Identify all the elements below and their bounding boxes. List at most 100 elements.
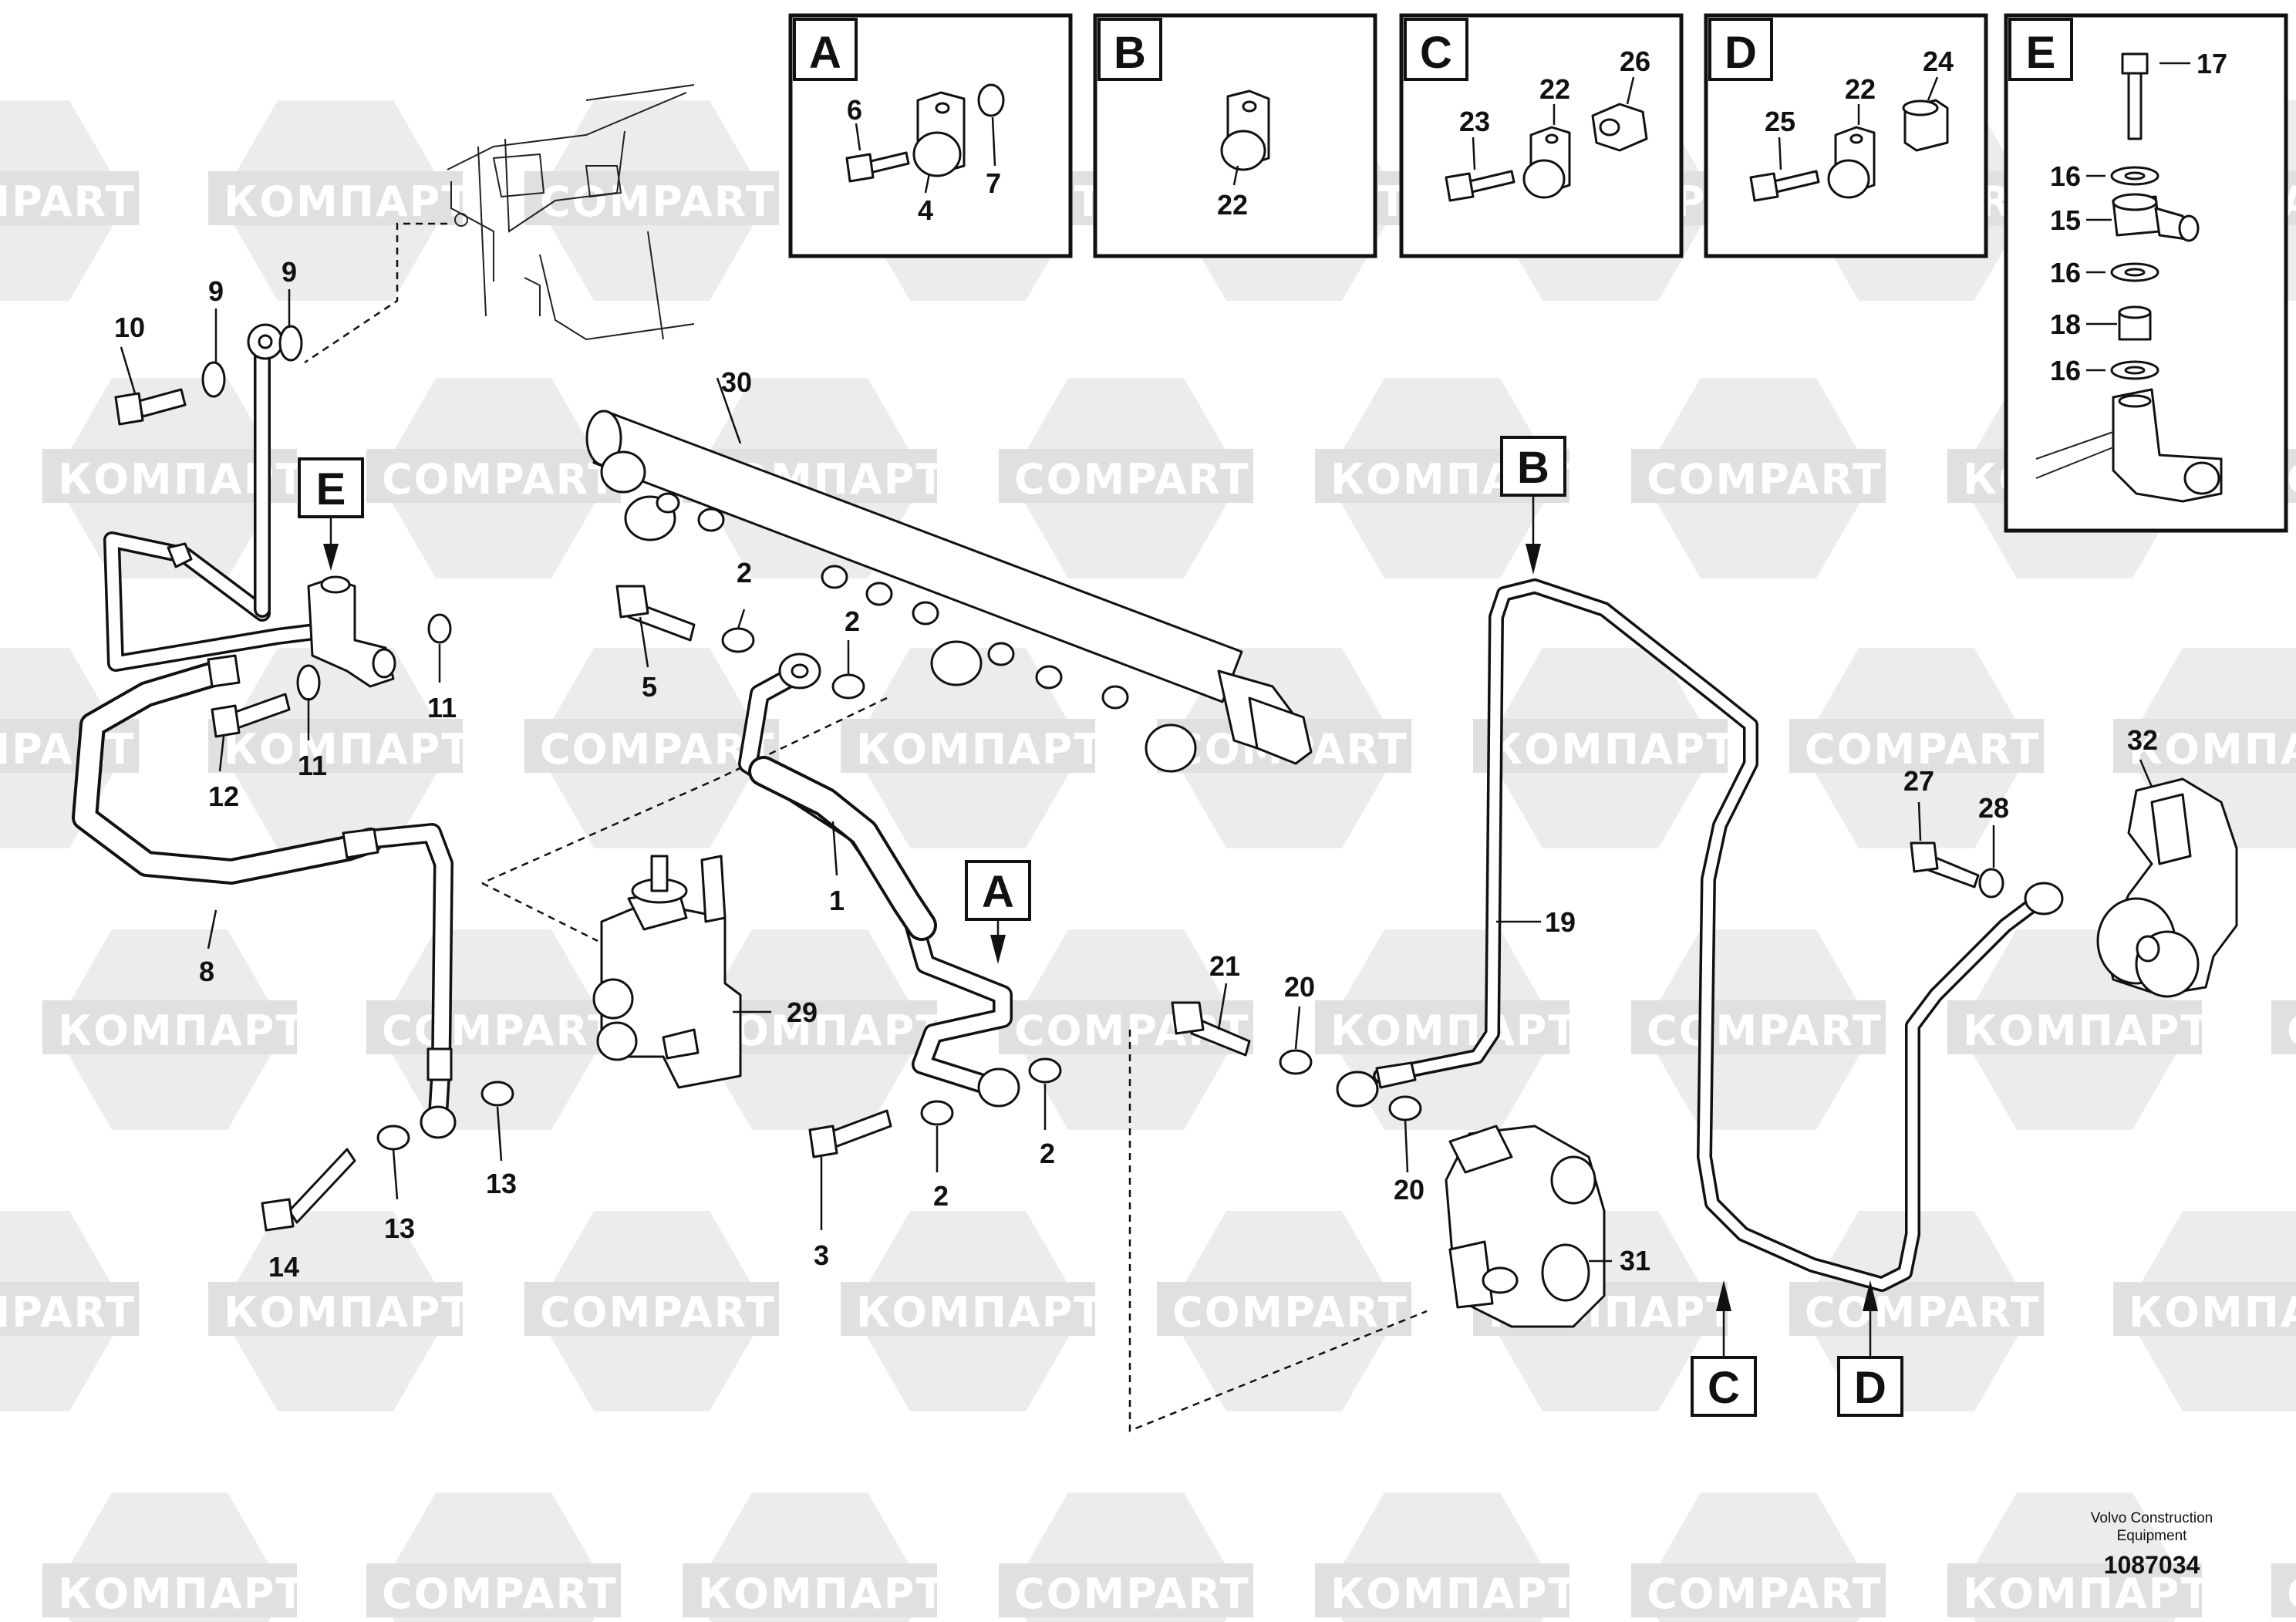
valve-body bbox=[1445, 1125, 1606, 1328]
watermark-band bbox=[1157, 1282, 1411, 1336]
watermark-band bbox=[208, 171, 463, 225]
watermark-text: COMPART bbox=[0, 725, 136, 774]
detail-d-callout-25: 25 bbox=[1765, 106, 1795, 137]
callout-leaders bbox=[120, 289, 2153, 1263]
detail-box-d: D 25 22 24 bbox=[1704, 13, 1988, 258]
watermark-text: COMPART bbox=[2287, 1570, 2296, 1618]
watermark-band bbox=[1947, 1563, 2202, 1617]
watermark-band bbox=[208, 1282, 463, 1336]
tee-fitting bbox=[247, 323, 396, 688]
footer-line-2: Equipment bbox=[2117, 1528, 2188, 1544]
pointer-labels: E B A C D bbox=[298, 436, 1903, 1417]
watermark-text: COMPART bbox=[0, 177, 136, 226]
detail-a-label: A bbox=[809, 28, 841, 78]
callout-20-upper: 20 bbox=[1284, 971, 1315, 1003]
callout-numbers: 30 10 9 9 2 2 5 11 11 12 8 1 29 13 13 14… bbox=[114, 256, 2158, 1283]
watermark-text: КОМПАРТ bbox=[1489, 725, 1736, 774]
callout-30: 30 bbox=[721, 366, 752, 398]
watermark-band bbox=[366, 449, 621, 503]
watermark-text: COMPART bbox=[382, 455, 618, 504]
watermark-text: COMPART bbox=[1014, 1570, 1250, 1618]
callout-3: 3 bbox=[814, 1239, 829, 1271]
detail-c-callout-23: 23 bbox=[1459, 106, 1490, 137]
callout-11-right: 11 bbox=[427, 692, 457, 723]
callout-9-left: 9 bbox=[208, 275, 224, 307]
detail-c-callout-26: 26 bbox=[1620, 46, 1650, 77]
detail-d-callout-24: 24 bbox=[1923, 46, 1954, 77]
watermark-text: COMPART bbox=[1647, 455, 1883, 504]
watermark-text: КОМПАРТ bbox=[224, 1288, 471, 1337]
watermark-text: КОМПАРТ bbox=[1330, 1570, 1578, 1618]
watermark-text: КОМПАРТ bbox=[856, 725, 1104, 774]
watermark-band bbox=[2113, 719, 2296, 773]
watermark-band bbox=[366, 1000, 621, 1054]
watermark-text: COMPART bbox=[2287, 1007, 2296, 1055]
callout-10: 10 bbox=[114, 312, 145, 343]
drawing-footer: Volvo Construction Equipment 1087034 bbox=[2091, 1510, 2213, 1579]
watermark-text: КОМПАРТ bbox=[2129, 1288, 2296, 1337]
watermark-band bbox=[524, 171, 779, 225]
watermark-text: COMPART bbox=[540, 177, 776, 226]
watermark-text: COMPART bbox=[0, 1288, 136, 1337]
watermark-band bbox=[1473, 719, 1728, 773]
detail-d-callout-22: 22 bbox=[1845, 73, 1876, 105]
pointer-b-label: B bbox=[1517, 443, 1549, 493]
watermark-band bbox=[524, 1282, 779, 1336]
filter-housing bbox=[592, 855, 742, 1089]
detail-e-callout-15: 15 bbox=[2050, 204, 2081, 236]
watermark-band bbox=[2271, 1563, 2296, 1617]
watermark-band bbox=[524, 719, 779, 773]
callout-19: 19 bbox=[1545, 906, 1576, 938]
watermark-band bbox=[42, 1000, 297, 1054]
detail-b-callout-22: 22 bbox=[1217, 189, 1248, 221]
callout-12: 12 bbox=[208, 781, 239, 812]
watermark-band bbox=[1789, 719, 2044, 773]
pointer-e: E bbox=[298, 457, 364, 571]
pipe-8 bbox=[72, 654, 457, 1139]
watermark-text: COMPART bbox=[382, 1570, 618, 1618]
detail-a-callout-6: 6 bbox=[847, 94, 862, 126]
pointer-a-label: A bbox=[982, 867, 1014, 917]
watermark-band bbox=[999, 1563, 1253, 1617]
callout-31: 31 bbox=[1620, 1245, 1650, 1276]
pointer-c-label: C bbox=[1708, 1363, 1740, 1413]
detail-e-callout-16-bottom: 16 bbox=[2050, 355, 2081, 386]
detail-box-b: B 22 bbox=[1093, 13, 1377, 258]
watermark-text: КОМПАРТ bbox=[58, 1570, 305, 1618]
detail-a-callout-7: 7 bbox=[986, 167, 1001, 199]
callout-27: 27 bbox=[1903, 765, 1934, 797]
watermark-text: COMPART bbox=[1647, 1570, 1883, 1618]
detail-a-callout-4: 4 bbox=[918, 194, 933, 226]
callout-29: 29 bbox=[787, 996, 818, 1028]
watermark-band bbox=[2271, 1000, 2296, 1054]
callout-13-right: 13 bbox=[486, 1168, 517, 1199]
watermark-band bbox=[999, 449, 1253, 503]
callout-9-right: 9 bbox=[282, 256, 297, 288]
watermark-text: КОМПАРТ bbox=[1330, 1007, 1578, 1055]
watermark-text: COMPART bbox=[382, 1007, 618, 1055]
engine-block-sketch bbox=[447, 84, 695, 341]
callout-21: 21 bbox=[1209, 950, 1240, 982]
pipe-19 bbox=[1336, 578, 2064, 1292]
watermark-text: КОМПАРТ bbox=[1963, 1007, 2210, 1055]
detail-c-label: C bbox=[1420, 28, 1452, 78]
footer-line-1: Volvo Construction bbox=[2091, 1510, 2213, 1526]
watermark-text: COMPART bbox=[540, 725, 776, 774]
watermark-text: КОМПАРТ bbox=[58, 1007, 305, 1055]
fuel-rail bbox=[585, 410, 1313, 773]
watermark-text: КОМПАРТ bbox=[224, 177, 471, 226]
callout-5: 5 bbox=[642, 671, 657, 703]
pipe-loop-e bbox=[103, 335, 317, 672]
pointer-d: D bbox=[1837, 1280, 1903, 1417]
watermark-text: COMPART bbox=[1172, 1288, 1408, 1337]
watermark-band bbox=[2113, 1282, 2296, 1336]
watermark-text: COMPART bbox=[1647, 1007, 1883, 1055]
watermark-text: COMPART bbox=[540, 1288, 776, 1337]
watermark-band bbox=[1315, 1000, 1569, 1054]
watermark-text: КОМПАРТ bbox=[856, 1288, 1104, 1337]
footer-drawing-number: 1087034 bbox=[2104, 1551, 2200, 1579]
watermark-band bbox=[841, 719, 1095, 773]
callout-2-lower-right: 2 bbox=[1040, 1138, 1055, 1169]
pipe-1 bbox=[738, 653, 1020, 1108]
